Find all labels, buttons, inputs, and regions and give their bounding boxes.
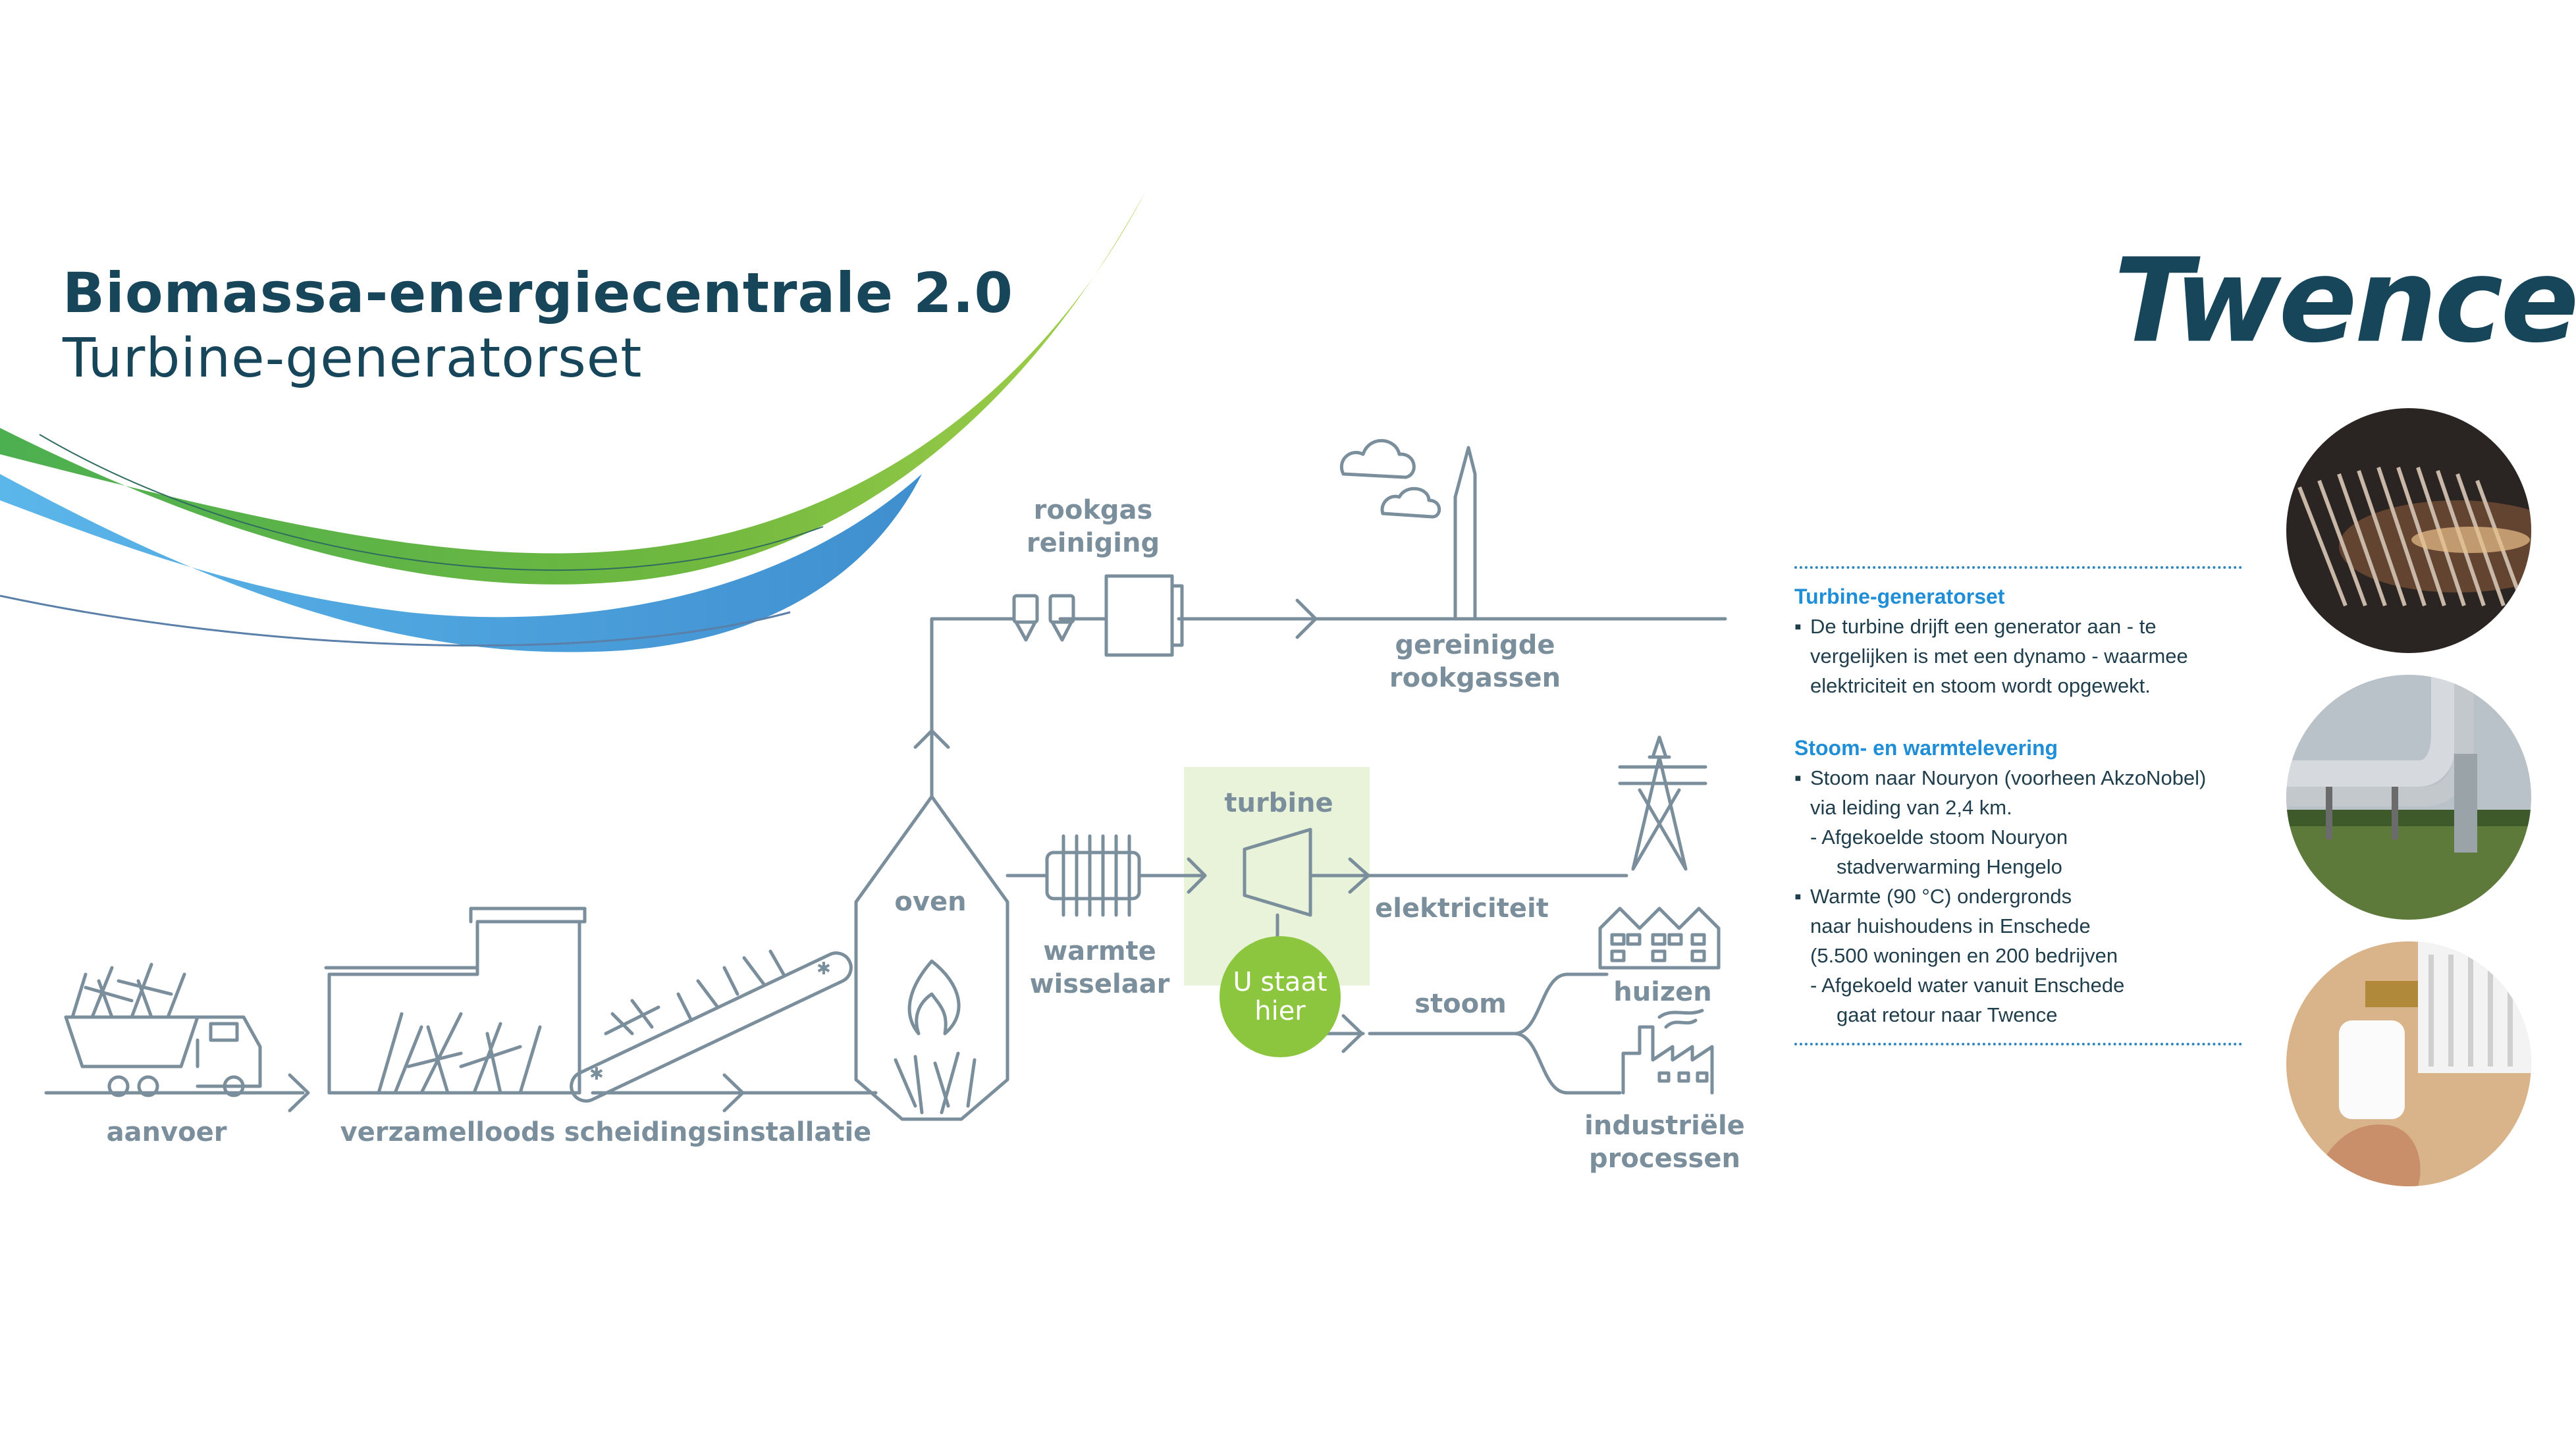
label-aanvoer: aanvoer — [106, 1117, 227, 1147]
logo-text: Twence — [2114, 233, 2576, 369]
label-gereinigde-rookgassen: gereinigde rookgassen — [1389, 629, 1561, 695]
twence-logo: Twence® — [2114, 227, 2576, 367]
you-are-here-line2: hier — [1254, 996, 1306, 1026]
houses-icon — [1598, 907, 1721, 970]
label-gereinigde-line1: gereinigde — [1395, 630, 1555, 660]
label-turbine: turbine — [1224, 788, 1333, 818]
bullet-warmte: ▪ Warmte (90 °C) ondergronds naar huisho… — [1794, 881, 2242, 1030]
label-gereinigde-line2: rookgassen — [1389, 663, 1561, 693]
label-scheidingsinstallatie: scheidingsinstallatie — [564, 1117, 872, 1147]
text-line: gaat retour naar Twence — [1837, 1003, 2058, 1026]
text-line: Warmte (90 °C) ondergronds — [1810, 885, 2072, 908]
text-line: (5.500 woningen en 200 bedrijven — [1810, 944, 2118, 967]
arrow-separation — [722, 1073, 745, 1113]
label-rookgas-line2: reiniging — [1026, 528, 1160, 558]
swoosh-thin-line-2 — [39, 434, 824, 571]
arrow-truck — [288, 1073, 310, 1113]
text-line: De turbine drijft een generator aan - te — [1810, 615, 2157, 638]
label-stoom: stoom — [1414, 989, 1507, 1019]
label-rookgas-line1: rookgas — [1033, 495, 1153, 525]
section-heading-turbine: Turbine-generatorset — [1794, 585, 2005, 608]
label-industriele-line1: industriële — [1584, 1111, 1745, 1141]
you-are-here-marker: U staat hier — [1220, 936, 1341, 1057]
label-warmte-line2: wisselaar — [1029, 969, 1170, 999]
bullet-stoom: ▪ Stoom naar Nouryon (voorheen AkzoNobel… — [1794, 763, 2242, 881]
text-line: stadverwarming Hengelo — [1837, 855, 2062, 878]
label-oven: oven — [894, 887, 967, 917]
factory-icon — [1621, 1009, 1714, 1095]
label-rookgas-reiniging: rookgas reiniging — [1027, 494, 1160, 560]
steam-pipeline-photo — [2286, 675, 2531, 920]
divider-bottom — [1794, 1043, 2242, 1045]
text-line: vergelijken is met een dynamo - waarmee — [1810, 645, 2188, 668]
swoosh-blue — [0, 474, 922, 652]
separation-conveyor-icon: ✱ ✱ — [570, 949, 853, 1103]
swoosh-thin-line — [0, 594, 791, 647]
info-panel: Turbine-generatorset ▪ De turbine drijft… — [1794, 566, 2242, 1045]
bullet-marker: ▪ — [1794, 766, 1802, 789]
swoosh-green — [0, 191, 1146, 585]
flue-gas-cleaning-icon — [1012, 574, 1184, 657]
text-line: naar huishoudens in Enschede — [1810, 914, 2091, 937]
heat-exchanger-icon — [1045, 834, 1141, 917]
text-line: Stoom naar Nouryon (voorheen AkzoNobel) — [1810, 766, 2207, 789]
radiator-thermostat-photo — [2286, 941, 2531, 1186]
text-line: via leiding van 2,4 km. — [1810, 796, 2012, 819]
flue-gas-line — [930, 598, 1319, 733]
text-line: elektriciteit en stoom wordt opgewekt. — [1810, 674, 2151, 697]
text-line: - Afgekoeld water vanuit Enschede — [1810, 974, 2125, 997]
steam-branch — [1368, 972, 1622, 1095]
svg-text:✱: ✱ — [817, 959, 831, 979]
truck-icon — [64, 962, 262, 1097]
page-title: Biomassa-energiecentrale 2.0 — [63, 261, 1013, 325]
turbine-blades-photo — [2286, 408, 2531, 653]
clouds-icon — [1339, 438, 1441, 519]
text-line: - Afgekoelde stoom Nouryon — [1810, 826, 2068, 849]
chimney-icon — [1453, 446, 1477, 621]
label-industriele-line2: processen — [1589, 1144, 1740, 1174]
warehouse-icon — [324, 907, 587, 1095]
bullet-marker: ▪ — [1794, 885, 1802, 908]
svg-text:✱: ✱ — [589, 1065, 604, 1084]
oven-icon — [854, 729, 1009, 1121]
label-huizen: huizen — [1613, 977, 1712, 1007]
section-heading-stoom: Stoom- en warmtelevering — [1794, 736, 2058, 760]
bullet-marker: ▪ — [1794, 615, 1802, 638]
steam-line-1 — [1006, 857, 1207, 894]
divider-top — [1794, 566, 2242, 569]
bullet-turbine: ▪ De turbine drijft een generator aan - … — [1794, 612, 2242, 700]
label-industriele-processen: industriële processen — [1584, 1109, 1745, 1175]
page-subtitle: Turbine-generatorset — [63, 327, 643, 390]
header: Biomassa-energiecentrale 2.0 Turbine-gen… — [63, 260, 1013, 392]
label-warmte-line1: warmte — [1043, 936, 1156, 966]
label-elektriciteit: elektriciteit — [1375, 893, 1549, 924]
label-warmtewisselaar: warmte wisselaar — [1030, 935, 1170, 1001]
label-verzamelloods: verzamelloods — [340, 1117, 556, 1147]
power-pylon-icon — [1618, 735, 1707, 871]
you-are-here-line1: U staat — [1233, 967, 1328, 997]
